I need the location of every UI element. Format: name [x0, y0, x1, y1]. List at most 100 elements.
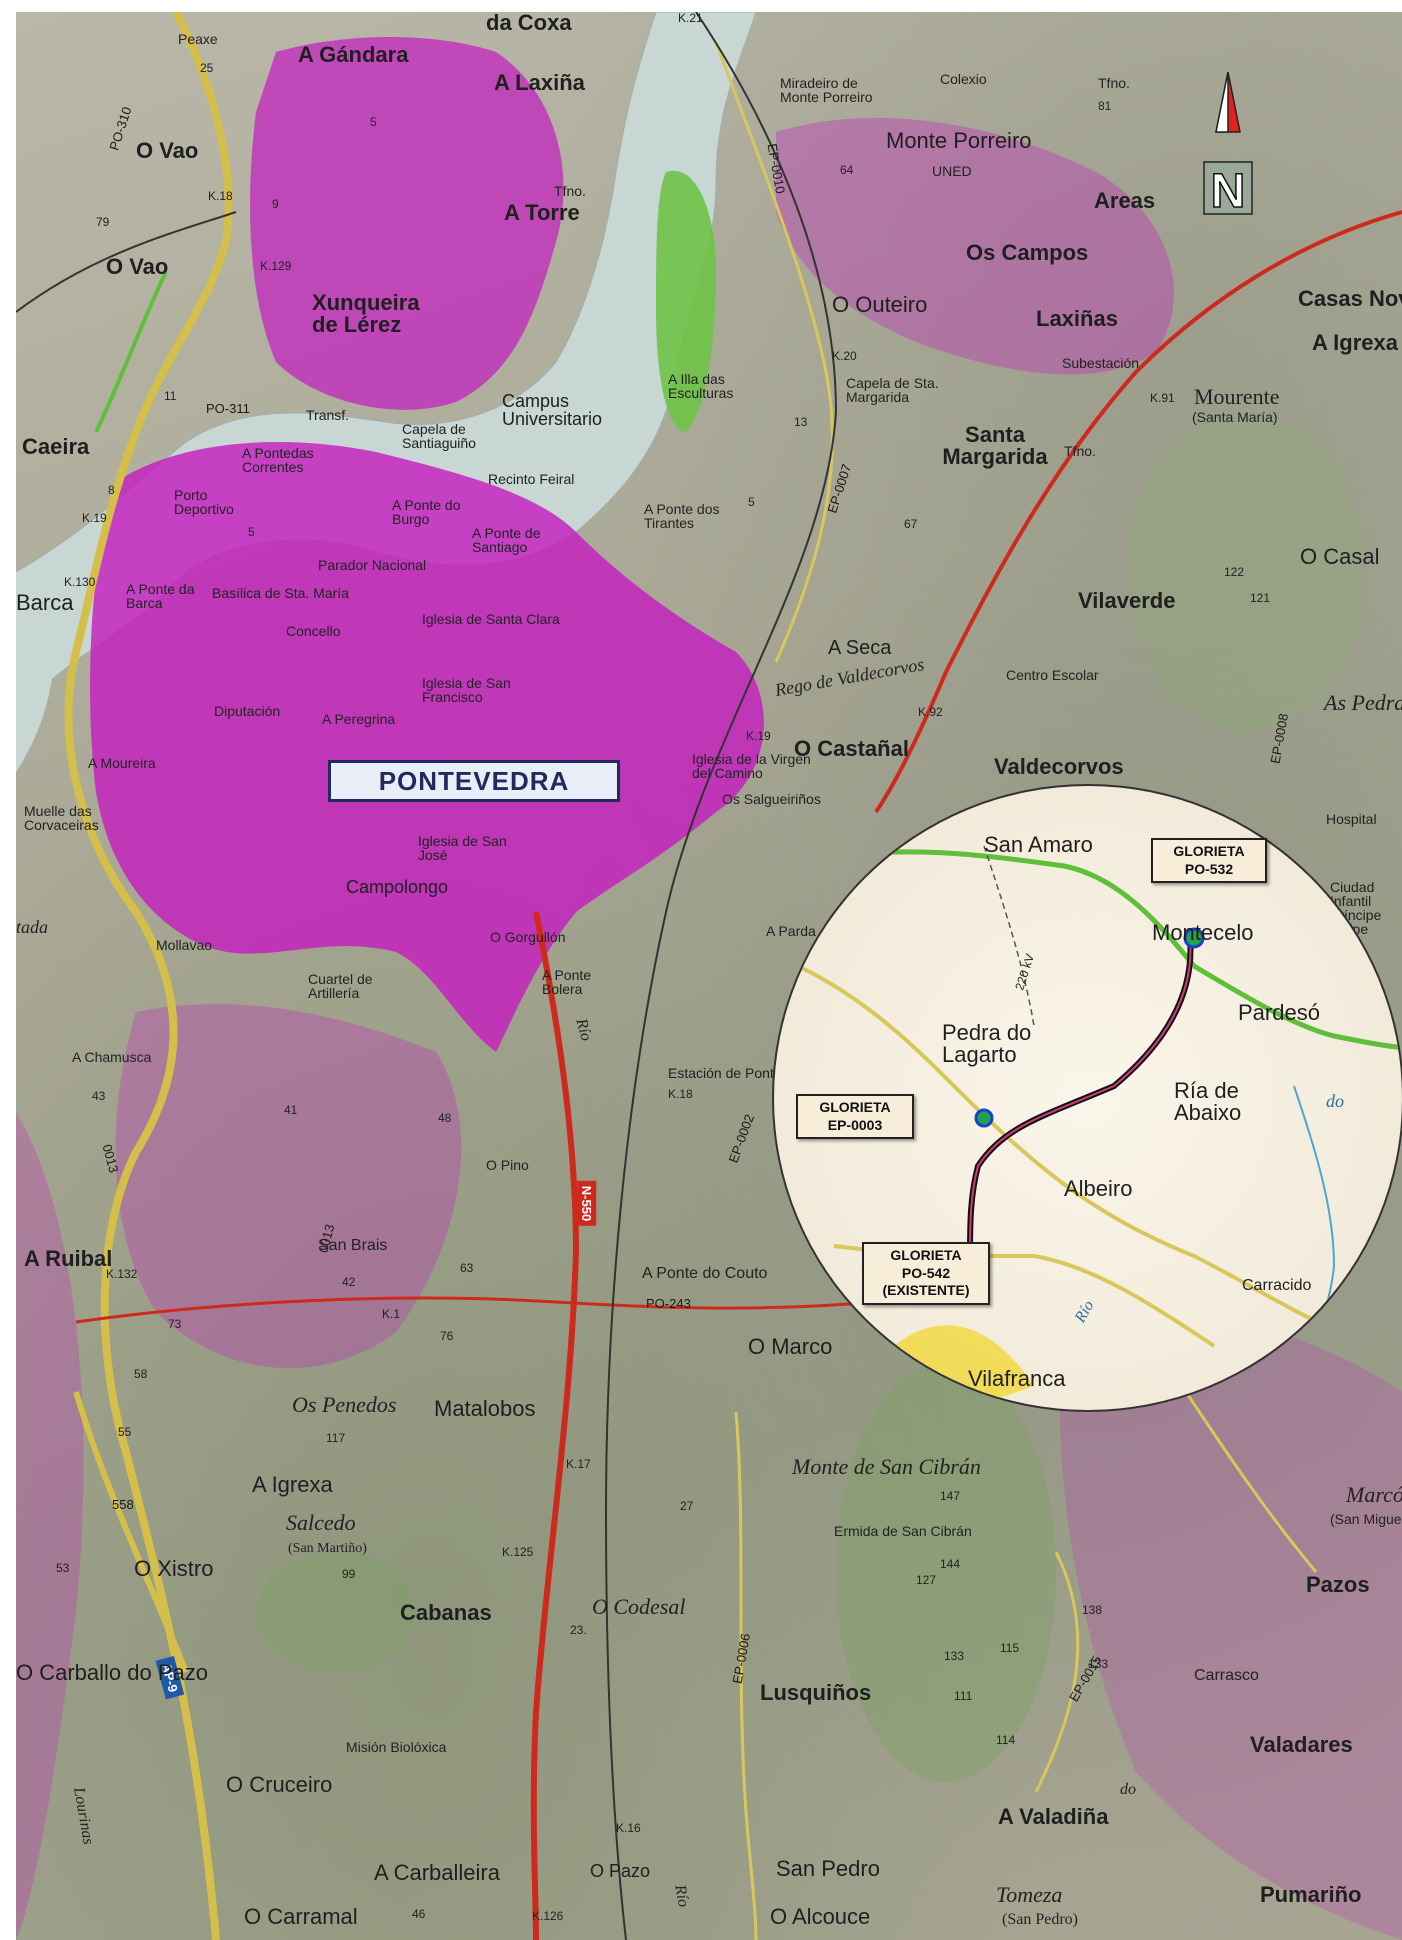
place-label: A Ponte Bolera	[542, 967, 592, 997]
spot-height: 55	[118, 1425, 132, 1439]
place-label: Matalobos	[434, 1396, 536, 1421]
road-n550	[530, 911, 580, 1940]
callout-line: (EXISTENTE)	[882, 1282, 970, 1298]
place-label: Hospital	[1326, 811, 1377, 827]
km-mark: K.19	[746, 729, 771, 743]
place-label: Iglesia de Santa Clara	[422, 611, 560, 627]
place-label: O Vao	[136, 138, 199, 163]
north-letter: N	[1211, 165, 1246, 218]
road-green-west	[94, 271, 168, 433]
place-label: Monte de San Cibrán	[792, 1454, 981, 1479]
place-label: Tfno.	[1064, 443, 1096, 459]
place-label: Vilaverde	[1078, 588, 1176, 613]
place-label: Centro Escolar	[1006, 667, 1099, 683]
spot-height: 64	[840, 163, 854, 177]
place-label: do	[1120, 1781, 1136, 1798]
spot-height: 115	[1000, 1641, 1020, 1655]
highway-ap9	[64, 12, 233, 1940]
spot-height: 46	[412, 1907, 426, 1921]
road-label: PO-311	[206, 401, 250, 416]
inset-new-road	[967, 937, 1194, 1257]
road-ep0003-south	[1184, 1391, 1318, 1573]
place-label: Concello	[286, 623, 341, 639]
place-label: Basílica de Sta. María	[212, 585, 349, 601]
place-label: Valadares	[1250, 1732, 1353, 1757]
place-label: Areas	[1094, 188, 1156, 213]
place-label: Carrasco	[1194, 1667, 1259, 1684]
spot-height: 122	[1224, 565, 1245, 579]
spot-height: 25	[200, 61, 214, 75]
spot-height: 121	[1250, 591, 1271, 605]
road-ep0006	[1034, 1551, 1080, 1793]
callout-glorieta-ep0003[interactable]: GLORIETA EP-0003	[796, 1094, 914, 1139]
inset-road-green	[843, 849, 1196, 968]
spot-height: 133	[1088, 1657, 1109, 1671]
road-red-diagonal	[874, 210, 1402, 814]
place-label: (San Miguel)	[1330, 1511, 1402, 1527]
spot-height: 114	[996, 1733, 1016, 1747]
callout-line: GLORIETA	[1173, 843, 1245, 859]
inset-place-label: Pedra do Lagarto	[942, 1020, 1032, 1067]
spot-height: 11	[164, 389, 177, 403]
place-label: A Ponte do Couto	[642, 1265, 768, 1282]
place-label: A Laxiña	[494, 70, 585, 95]
place-label: Tomeza	[996, 1882, 1063, 1907]
place-label: Pazos	[1306, 1572, 1370, 1597]
place-label: Casas Novas	[1298, 286, 1402, 311]
place-label: Tfno.	[554, 183, 586, 199]
city-name: PONTEVEDRA	[378, 765, 570, 796]
road-label: 558	[112, 1497, 134, 1512]
spot-height: 43	[92, 1089, 106, 1103]
place-label: Transf.	[306, 407, 350, 423]
place-label: A Igrexa	[1312, 330, 1399, 355]
place-label: Porto Deportivo	[174, 487, 234, 517]
place-label: Os Penedos	[292, 1392, 397, 1417]
callout-glorieta-po532[interactable]: GLORIETA PO-532	[1151, 838, 1267, 883]
city-name-box: PONTEVEDRA	[328, 760, 620, 802]
callout-line: EP-0003	[827, 1116, 883, 1133]
place-label: O Casal	[1300, 544, 1380, 569]
spot-height: 73	[168, 1317, 182, 1331]
place-label: Cabanas	[400, 1600, 492, 1625]
inset-graphics	[774, 845, 1402, 1410]
callout-glorieta-po542[interactable]: GLORIETA PO-542 (EXISTENTE)	[862, 1242, 990, 1305]
place-label: tada	[16, 917, 49, 937]
place-label: Recinto Feiral	[488, 471, 575, 487]
place-label: Cuartel de Artillería	[308, 971, 373, 1001]
place-label: O Xistro	[134, 1556, 214, 1581]
place-label: UNED	[932, 163, 972, 179]
spot-height: 9	[272, 197, 279, 211]
place-label: O Outeiro	[832, 292, 928, 317]
inset-place-label: Ría de Abaixo	[1174, 1078, 1242, 1125]
place-label: A Illa das Esculturas	[668, 371, 734, 401]
place-label: Barca	[16, 590, 74, 615]
inset-new-road-inner	[969, 937, 1192, 1257]
highway-ap9-south	[73, 1391, 189, 1674]
place-label: Capela de Santiaguiño	[402, 421, 476, 451]
km-mark: K.91	[1150, 391, 1175, 405]
spot-height: 79	[96, 215, 110, 229]
railway	[604, 12, 838, 1940]
topographic-map[interactable]: N PONTEVEDRA AP-9 N-550 PO-310 PO-311 PO…	[16, 12, 1402, 1940]
place-label: A Carballeira	[374, 1860, 500, 1885]
place-label: Río	[671, 1883, 692, 1909]
railway-west	[16, 211, 237, 313]
road-ep0002	[734, 1411, 758, 1940]
place-label: O Pino	[486, 1157, 529, 1173]
place-label: Lusquiños	[760, 1680, 872, 1705]
inset-place-label: Vilafranca	[968, 1366, 1066, 1391]
place-label: Peaxe	[178, 31, 218, 47]
spot-height: 58	[134, 1367, 148, 1381]
spot-height: 27	[680, 1499, 694, 1513]
place-label: (Santa María)	[1192, 409, 1278, 425]
place-label: A Parda	[766, 923, 816, 939]
inset-power-line	[983, 845, 1035, 1027]
spot-height: 41	[284, 1103, 298, 1117]
place-label: San Brais	[318, 1237, 388, 1254]
place-label: A Igrexa	[252, 1472, 333, 1497]
km-mark: K.18	[668, 1087, 693, 1101]
map-graphics	[16, 12, 1402, 1940]
place-label: A Ponte dos Tirantes	[644, 501, 720, 531]
place-label: da Coxa	[486, 12, 572, 35]
spot-height: 5	[248, 525, 255, 539]
